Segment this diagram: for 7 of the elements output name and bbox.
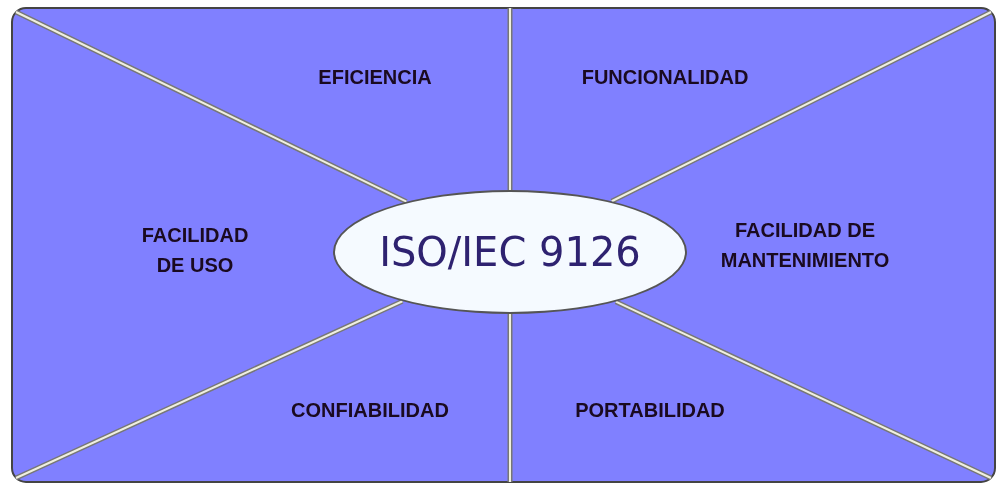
standard-name: ISO/IEC 9126: [379, 228, 641, 277]
quality-characteristic: FACILIDAD DE MANTENIMIENTO: [720, 218, 890, 273]
quality-characteristic: FUNCIONALIDAD: [581, 65, 749, 90]
quality-characteristic: FACILIDAD DE USO: [141, 223, 249, 278]
quality-characteristic: CONFIABILIDAD: [291, 398, 449, 423]
quality-characteristic: EFICIENCIA: [318, 65, 432, 90]
quality-characteristic: PORTABILIDAD: [575, 398, 725, 423]
